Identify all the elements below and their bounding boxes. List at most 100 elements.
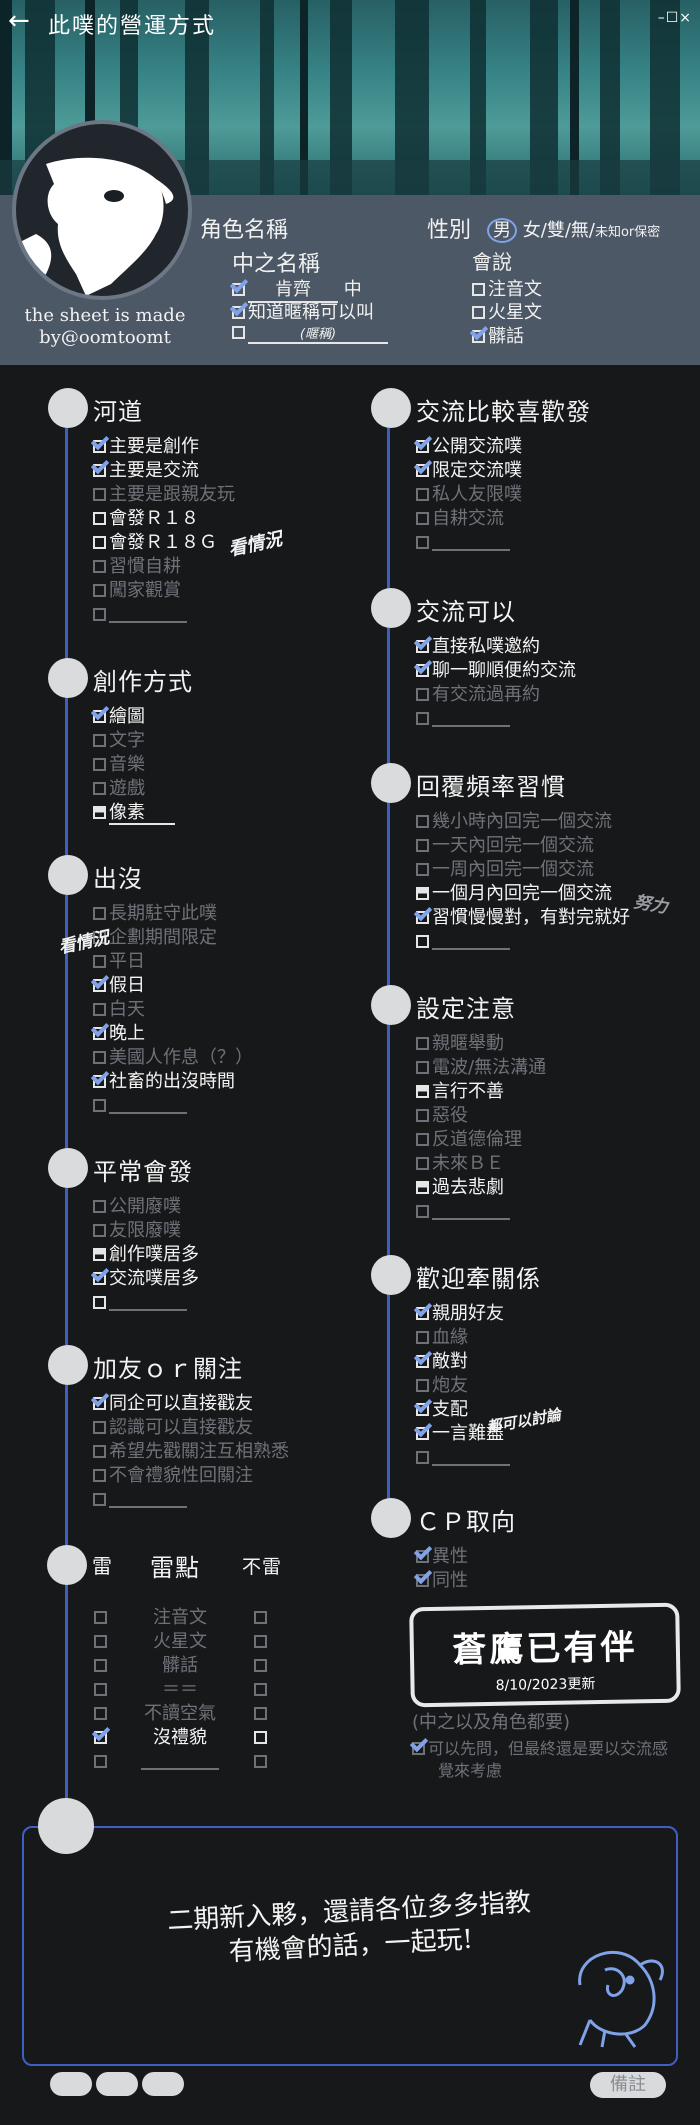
checkbox[interactable] bbox=[93, 1200, 106, 1213]
gender-unknown[interactable]: 未知or保密 bbox=[594, 225, 661, 240]
checklist-item[interactable]: 長期駐守此噗 bbox=[93, 903, 217, 925]
thunder-checkbox[interactable] bbox=[94, 1707, 107, 1720]
checkbox[interactable] bbox=[472, 330, 485, 343]
checkbox[interactable] bbox=[416, 1403, 429, 1416]
checklist-item[interactable]: 親暱舉動 bbox=[416, 1033, 504, 1055]
checkbox[interactable] bbox=[472, 283, 485, 296]
gender-none[interactable]: 無 bbox=[570, 220, 589, 241]
checklist-item[interactable]: 血緣 bbox=[416, 1327, 468, 1349]
checklist-item[interactable]: 支配 bbox=[416, 1399, 468, 1421]
checkbox[interactable] bbox=[416, 1355, 429, 1368]
checkbox[interactable] bbox=[416, 1451, 429, 1464]
checklist-item[interactable]: 反道德倫理 bbox=[416, 1129, 522, 1151]
checklist-item[interactable]: 未來ＢＥ bbox=[416, 1153, 504, 1175]
checkbox[interactable] bbox=[93, 806, 106, 819]
checkbox[interactable] bbox=[416, 1061, 429, 1074]
checklist-item[interactable]: 遊戲 bbox=[93, 778, 145, 800]
checklist-item[interactable]: 私人友限噗 bbox=[416, 484, 522, 506]
checklist-item[interactable]: 晚上 bbox=[93, 1023, 145, 1045]
checkbox[interactable] bbox=[416, 1550, 429, 1563]
checkbox[interactable] bbox=[93, 734, 106, 747]
checklist-item[interactable]: 習慣自耕 bbox=[93, 556, 181, 578]
checkbox[interactable] bbox=[232, 283, 245, 296]
checklist-item[interactable]: 創作噗居多 bbox=[93, 1244, 199, 1266]
not-thunder-checkbox[interactable] bbox=[254, 1635, 267, 1648]
checkbox[interactable] bbox=[93, 758, 106, 771]
checklist-item[interactable]: 不會禮貌性回關注 bbox=[93, 1465, 253, 1487]
checklist-item[interactable]: 一天內回完一個交流 bbox=[416, 835, 594, 857]
checkbox[interactable] bbox=[472, 306, 485, 319]
checklist-item[interactable]: 會發Ｒ１８Ｇ bbox=[93, 532, 217, 554]
speaks-zhuyin[interactable]: 注音文 bbox=[472, 275, 542, 301]
checklist-item[interactable] bbox=[416, 931, 510, 953]
not-thunder-checkbox[interactable] bbox=[254, 1611, 267, 1624]
checklist-item[interactable]: 假日 bbox=[93, 975, 145, 997]
checklist-item[interactable]: 主要是跟親友玩 bbox=[93, 484, 235, 506]
checkbox[interactable] bbox=[416, 1331, 429, 1344]
checkbox[interactable] bbox=[93, 1421, 106, 1434]
checkbox[interactable] bbox=[416, 664, 429, 677]
checklist-item[interactable]: 一個月內回完一個交流 bbox=[416, 883, 612, 905]
checkbox[interactable] bbox=[93, 488, 106, 501]
checkbox[interactable] bbox=[416, 1157, 429, 1170]
checkbox[interactable] bbox=[93, 584, 106, 597]
footer-pill-button[interactable] bbox=[142, 2072, 184, 2096]
checklist-item[interactable]: 像素 bbox=[93, 802, 175, 825]
speaks-swear[interactable]: 髒話 bbox=[472, 322, 524, 348]
checklist-item[interactable]: 企劃期間限定 bbox=[93, 927, 217, 949]
checklist-item[interactable]: 友限廢噗 bbox=[93, 1220, 181, 1242]
checklist-item[interactable]: 繪圖 bbox=[93, 706, 145, 728]
checklist-item[interactable]: 自耕交流 bbox=[416, 508, 504, 530]
checkbox[interactable] bbox=[416, 1205, 429, 1218]
checkbox[interactable] bbox=[416, 863, 429, 876]
checklist-item[interactable]: 限定交流噗 bbox=[416, 460, 522, 482]
footer-pill-button[interactable] bbox=[50, 2072, 92, 2096]
checklist-item[interactable] bbox=[416, 1201, 510, 1223]
checklist-item[interactable]: 主要是創作 bbox=[93, 436, 199, 458]
checkbox[interactable] bbox=[93, 608, 106, 621]
not-thunder-checkbox[interactable] bbox=[254, 1659, 267, 1672]
checklist-item[interactable]: 言行不善 bbox=[416, 1081, 504, 1103]
checklist-item[interactable]: 文字 bbox=[93, 730, 145, 752]
checklist-item[interactable]: 白天 bbox=[93, 999, 145, 1021]
checklist-item[interactable]: 幾小時內回完一個交流 bbox=[416, 811, 612, 833]
checkbox[interactable] bbox=[93, 782, 106, 795]
checkbox[interactable] bbox=[93, 1248, 106, 1261]
checkbox[interactable] bbox=[93, 979, 106, 992]
window-controls[interactable]: –☐× bbox=[657, 10, 692, 26]
checkbox[interactable] bbox=[93, 1027, 106, 1040]
not-thunder-checkbox[interactable] bbox=[254, 1755, 267, 1768]
checkbox[interactable] bbox=[93, 955, 106, 968]
remark-button[interactable]: 備註 bbox=[590, 2072, 666, 2098]
checkbox[interactable] bbox=[416, 512, 429, 525]
checkbox[interactable] bbox=[93, 1224, 106, 1237]
checkbox[interactable] bbox=[416, 911, 429, 924]
nickname-row-2[interactable]: 知道暱稱可以叫 bbox=[232, 298, 374, 324]
checklist-item[interactable]: 一周內回完一個交流 bbox=[416, 859, 594, 881]
checkbox[interactable] bbox=[93, 907, 106, 920]
nickname-row-3[interactable]: (暱稱) bbox=[232, 322, 388, 344]
checklist-item[interactable] bbox=[93, 604, 187, 626]
checklist-item[interactable]: 公開交流噗 bbox=[416, 436, 522, 458]
checkbox[interactable] bbox=[416, 1427, 429, 1440]
back-arrow-icon[interactable]: ← bbox=[8, 6, 30, 36]
footer-pill-button[interactable] bbox=[96, 2072, 138, 2096]
thunder-checkbox[interactable] bbox=[94, 1635, 107, 1648]
checklist-item[interactable]: 會發Ｒ１８ bbox=[93, 508, 199, 530]
checkbox[interactable] bbox=[416, 935, 429, 948]
checkbox[interactable] bbox=[416, 1133, 429, 1146]
checklist-item[interactable]: 一言難盡 bbox=[416, 1423, 504, 1445]
checklist-item[interactable]: 社畜的出沒時間 bbox=[93, 1071, 235, 1093]
checklist-item[interactable]: 炮友 bbox=[416, 1375, 468, 1397]
checklist-item[interactable]: 同性 bbox=[416, 1570, 468, 1592]
checklist-item[interactable] bbox=[416, 708, 510, 730]
checkbox[interactable] bbox=[416, 1307, 429, 1320]
checklist-item[interactable]: 同企可以直接戳友 bbox=[93, 1393, 253, 1415]
gender-female[interactable]: 女 bbox=[522, 220, 541, 241]
checkbox[interactable] bbox=[93, 931, 106, 944]
checkbox[interactable] bbox=[416, 640, 429, 653]
checklist-item[interactable]: 公開廢噗 bbox=[93, 1196, 181, 1218]
checkbox[interactable] bbox=[416, 440, 429, 453]
checkbox[interactable] bbox=[93, 1445, 106, 1458]
checkbox[interactable] bbox=[416, 1109, 429, 1122]
